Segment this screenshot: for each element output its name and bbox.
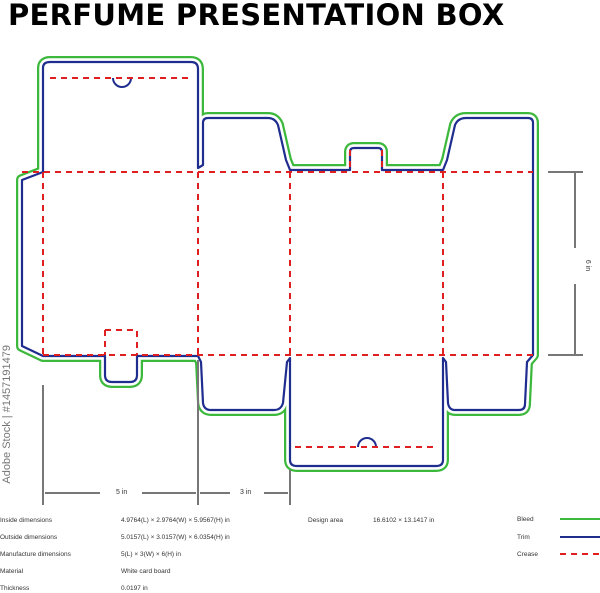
depth-dimension-label: 3 in — [240, 489, 252, 496]
trim-line — [20, 60, 535, 468]
width-dimension-label: 5 in — [116, 489, 128, 496]
spec-value: White card board — [121, 568, 171, 575]
design-area-label: Design area — [308, 517, 344, 524]
spec-value: 0.0197 in — [121, 585, 148, 592]
spec-label: Inside dimensions — [0, 517, 53, 524]
height-dimension-label: 6 in — [584, 259, 592, 272]
spec-label: Thickness — [0, 585, 30, 592]
dimension-lines — [42, 171, 583, 505]
crease-lines — [22, 77, 533, 448]
spec-label: Material — [0, 568, 24, 575]
spec-value: 5(L) × 3(W) × 6(H) in — [121, 551, 181, 558]
legend-swatches — [560, 518, 600, 555]
legend-bleed-label: Bleed — [517, 516, 534, 523]
spec-label: Outside dimensions — [0, 534, 58, 541]
legend-trim-label: Trim — [517, 534, 530, 541]
watermark: Adobe Stock | #1457191479 — [1, 345, 13, 484]
spec-label: Manufacture dimensions — [0, 551, 71, 558]
legend-crease-label: Crease — [517, 551, 538, 558]
spec-value: 5.0157(L) × 3.0157(W) × 6.0354(H) in — [121, 534, 230, 541]
design-area-value: 16.6102 × 13.1417 in — [373, 517, 435, 524]
page-title: PERFUME PRESENTATION BOX — [8, 0, 505, 32]
spec-value: 4.9764(L) × 2.9764(W) × 5.9567(H) in — [121, 517, 230, 524]
